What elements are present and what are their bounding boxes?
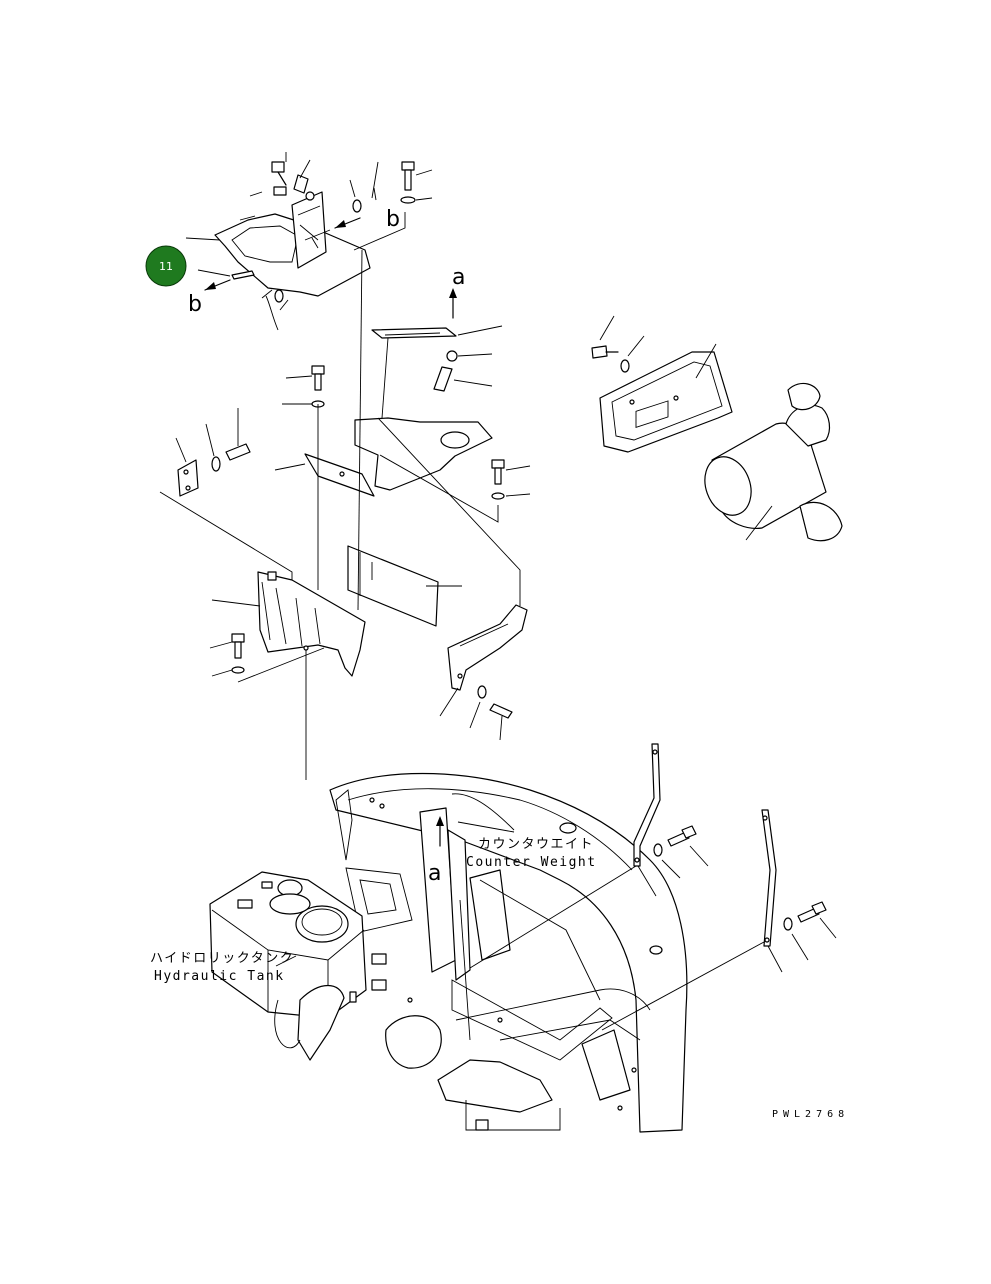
ref-letter-a-top: a [452,265,465,290]
ref-letter-a-bottom: a [428,861,441,886]
hydraulic-tank-label-en: Hydraulic Tank [154,969,285,984]
top-plate-assembly [185,152,433,331]
rubber-pad [347,545,462,627]
ref-letter-b-right: b [386,207,400,232]
hydraulic-tank-label-jp: ハイドロリックタンク [150,951,294,966]
right-bracket-plate [357,249,528,741]
ribbed-bracket [209,404,366,780]
ref-letter-b-left: b [188,292,202,317]
counterweight-label-en: Counter Weight [466,855,597,870]
callout-number: 11 [159,260,173,273]
left-small-bracket [159,408,293,580]
callout-badge[interactable]: 11 [145,245,187,287]
stays [469,743,837,1031]
frame-assembly [209,772,688,1133]
counterweight-label-jp: カウンタウエイト [478,837,594,852]
center-bracket-plate [274,288,531,523]
muffler-assembly [591,315,843,542]
drawing-code: PWL2768 [772,1109,849,1120]
